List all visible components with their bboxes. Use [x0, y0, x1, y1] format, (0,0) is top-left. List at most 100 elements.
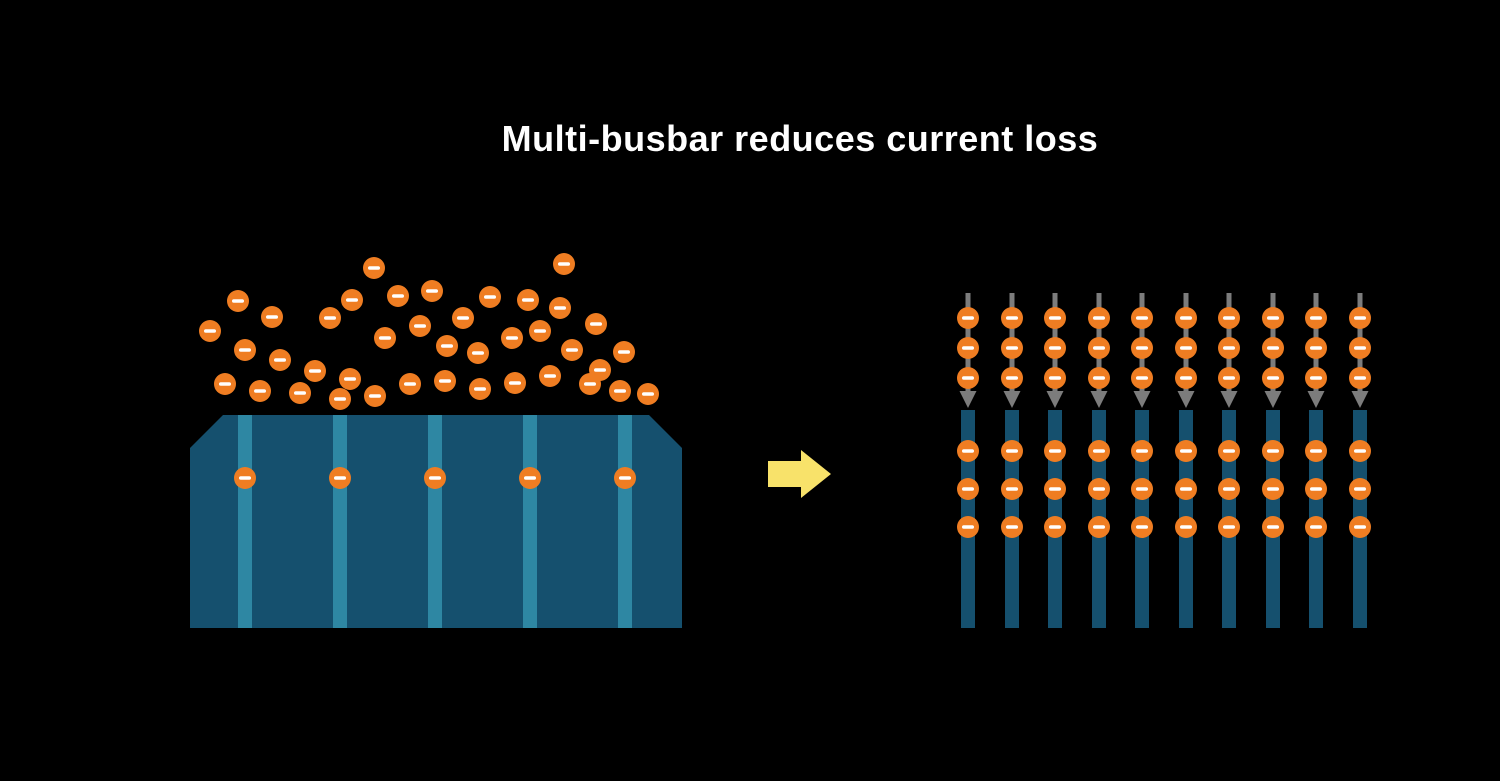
free-electron-icon: [269, 349, 291, 371]
free-electron-icon: [363, 257, 385, 279]
minus-glyph: [584, 382, 596, 386]
minus-glyph: [1049, 525, 1061, 529]
minus-glyph: [1049, 376, 1061, 380]
minus-glyph: [554, 306, 566, 310]
collected-electron-icon: [1262, 440, 1284, 462]
collected-electron-icon: [329, 467, 351, 489]
incoming-electron-icon: [1349, 337, 1371, 359]
free-electron-icon: [504, 372, 526, 394]
collected-electron-icon: [1305, 516, 1327, 538]
free-electron-icon: [364, 385, 386, 407]
free-electron-icon: [399, 373, 421, 395]
incoming-electron-icon: [1218, 367, 1240, 389]
minus-glyph: [1180, 346, 1192, 350]
incoming-electron-icon: [1131, 367, 1153, 389]
minus-glyph: [594, 368, 606, 372]
minus-glyph: [1136, 487, 1148, 491]
minus-glyph: [368, 266, 380, 270]
down-arrow-head: [1133, 391, 1151, 408]
collected-electron-icon: [1088, 478, 1110, 500]
collected-electron-icon: [957, 516, 979, 538]
collected-electron-icon: [1001, 516, 1023, 538]
minus-glyph: [1093, 525, 1105, 529]
minus-glyph: [1354, 449, 1366, 453]
minus-glyph: [962, 525, 974, 529]
free-electron-icon: [529, 320, 551, 342]
minus-glyph: [1006, 376, 1018, 380]
minus-glyph: [232, 299, 244, 303]
minus-glyph: [1354, 525, 1366, 529]
free-electron-icon: [289, 382, 311, 404]
incoming-electron-icon: [1088, 307, 1110, 329]
down-arrow-head: [1351, 391, 1369, 408]
collected-electron-icon: [1349, 478, 1371, 500]
minus-glyph: [619, 476, 631, 480]
free-electron-icon: [479, 286, 501, 308]
minus-glyph: [1267, 449, 1279, 453]
free-electron-icon: [199, 320, 221, 342]
incoming-electron-icon: [1001, 337, 1023, 359]
free-electron-icon: [421, 280, 443, 302]
incoming-electron-icon: [1175, 337, 1197, 359]
minus-glyph: [962, 449, 974, 453]
minus-glyph: [534, 329, 546, 333]
collected-electron-icon: [234, 467, 256, 489]
minus-glyph: [1136, 376, 1148, 380]
free-electron-icon: [467, 342, 489, 364]
collected-electron-icon: [1349, 516, 1371, 538]
free-electron-icon: [549, 297, 571, 319]
minus-glyph: [642, 392, 654, 396]
minus-glyph: [590, 322, 602, 326]
minus-glyph: [1006, 346, 1018, 350]
incoming-electron-icon: [1088, 367, 1110, 389]
collected-electron-icon: [1218, 440, 1240, 462]
down-arrow-head: [1307, 391, 1325, 408]
collected-electron-icon: [1175, 440, 1197, 462]
free-electron-icon: [387, 285, 409, 307]
free-electron-icon: [261, 306, 283, 328]
minus-glyph: [1354, 346, 1366, 350]
minus-glyph: [1310, 449, 1322, 453]
minus-glyph: [379, 336, 391, 340]
collected-electron-icon: [1305, 478, 1327, 500]
minus-glyph: [1354, 316, 1366, 320]
minus-glyph: [404, 382, 416, 386]
minus-glyph: [1310, 376, 1322, 380]
busbar-stripe: [428, 415, 442, 628]
incoming-electron-icon: [1218, 337, 1240, 359]
incoming-electron-icon: [1218, 307, 1240, 329]
free-electron-icon: [234, 339, 256, 361]
minus-glyph: [1093, 376, 1105, 380]
down-arrow-head: [1090, 391, 1108, 408]
diagram-title: Multi-busbar reduces current loss: [501, 118, 1099, 159]
incoming-electron-icon: [1044, 337, 1066, 359]
collected-electron-icon: [1349, 440, 1371, 462]
free-electron-icon: [434, 370, 456, 392]
minus-glyph: [1049, 316, 1061, 320]
minus-glyph: [566, 348, 578, 352]
down-arrow-head: [1220, 391, 1238, 408]
collected-electron-icon: [519, 467, 541, 489]
incoming-electron-icon: [1305, 337, 1327, 359]
minus-glyph: [1354, 376, 1366, 380]
free-electron-icon: [409, 315, 431, 337]
minus-glyph: [1354, 487, 1366, 491]
minus-glyph: [1310, 316, 1322, 320]
collected-electron-icon: [1131, 516, 1153, 538]
busbar-stripe: [523, 415, 537, 628]
incoming-electron-icon: [1001, 307, 1023, 329]
collected-electron-icon: [957, 478, 979, 500]
minus-glyph: [334, 476, 346, 480]
minus-glyph: [509, 381, 521, 385]
minus-glyph: [1049, 487, 1061, 491]
minus-glyph: [1049, 449, 1061, 453]
free-electron-icon: [579, 373, 601, 395]
collected-electron-icon: [1262, 478, 1284, 500]
minus-glyph: [1267, 487, 1279, 491]
incoming-electron-icon: [1305, 307, 1327, 329]
free-electron-icon: [436, 335, 458, 357]
collected-electron-icon: [1175, 516, 1197, 538]
minus-glyph: [544, 374, 556, 378]
down-arrow-head: [1003, 391, 1021, 408]
minus-glyph: [414, 324, 426, 328]
